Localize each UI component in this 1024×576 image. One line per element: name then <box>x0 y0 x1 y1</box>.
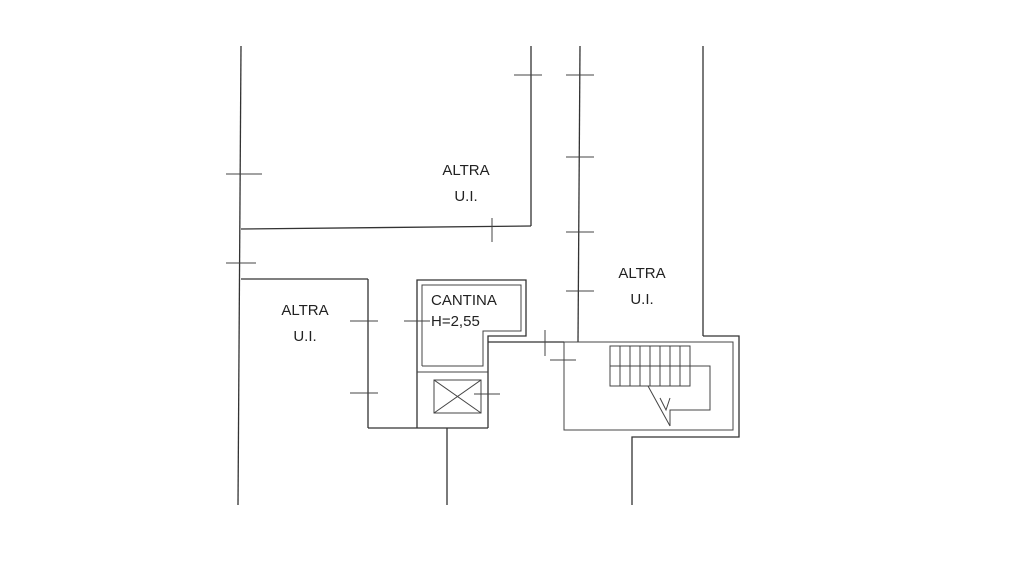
room-label-line1: ALTRA <box>618 265 666 282</box>
top-unit-bottom-wall <box>240 225 532 230</box>
tick-marks <box>226 74 594 395</box>
stair-room-outer-wall <box>631 335 740 505</box>
room-label-left-unit: ALTRA U.I. <box>263 298 347 350</box>
walls <box>237 45 740 506</box>
staircase <box>609 345 711 427</box>
room-label-top-unit: ALTRA U.I. <box>424 158 508 210</box>
cellar-height: H=2,55 <box>431 313 480 330</box>
room-label-right-unit: ALTRA U.I. <box>600 261 684 313</box>
lift-shaft-cross-b <box>433 379 482 414</box>
cellar-name: CANTINA <box>431 292 497 309</box>
room-label-line1: ALTRA <box>281 302 329 319</box>
room-label-line2: U.I. <box>630 291 654 308</box>
lift-shaft <box>433 379 482 414</box>
cellar-outer-wall <box>416 279 527 428</box>
cellar-inner-wall <box>421 284 522 367</box>
room-label-cellar: CANTINA H=2,55 <box>431 290 519 332</box>
left-outer-wall <box>237 45 242 506</box>
room-label-line1: ALTRA <box>442 162 490 179</box>
stair-landing <box>669 365 711 426</box>
stair-arrow-icon <box>659 397 671 412</box>
right-column-wall <box>577 45 581 343</box>
stair-break-line <box>647 385 671 427</box>
room-label-line2: U.I. <box>454 188 478 205</box>
room-label-line2: U.I. <box>293 328 317 345</box>
stair-room-inner-wall <box>563 341 734 431</box>
